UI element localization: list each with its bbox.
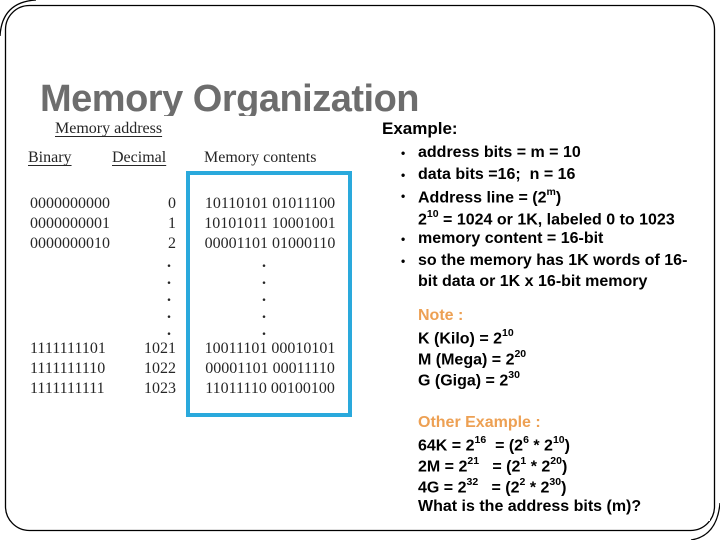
memory-content: 10101011 10001001 xyxy=(204,215,336,232)
question-line: What is the address bits (m)? xyxy=(418,498,642,515)
bullet-icon: • xyxy=(401,168,406,182)
note-mega: M (Mega) = 220 xyxy=(418,348,527,369)
column-header-memory-contents: Memory contents xyxy=(204,149,317,166)
memory-content: 10110101 01011100 xyxy=(204,195,336,212)
superscript: 32 xyxy=(466,476,479,488)
example-bullet-address-bits: address bits = m = 10 xyxy=(418,144,581,161)
decimal-address: 2 xyxy=(168,235,176,252)
binary-address: 0000000000 xyxy=(30,195,110,212)
other-example-2m: 2M = 221 = (21 * 220) xyxy=(418,455,568,476)
decimal-address: 1022 xyxy=(144,360,176,377)
superscript: 30 xyxy=(549,476,562,488)
note-heading: Note : xyxy=(418,307,464,324)
superscript: 1 xyxy=(520,455,527,467)
decimal-address: 1 xyxy=(168,215,176,232)
superscript: 10 xyxy=(502,327,514,339)
memory-content: 11011110 00100100 xyxy=(205,380,335,397)
example-address-line-continued: 210 = 1024 or 1K, labeled 0 to 1023 xyxy=(418,208,675,229)
bullet-icon: • xyxy=(401,146,406,160)
memory-diagram: Memory address Binary Decimal Memory con… xyxy=(8,116,380,442)
decimal-address: 1023 xyxy=(144,380,176,397)
column-header-binary: Binary xyxy=(28,149,72,166)
binary-address: 1111111110 xyxy=(30,360,106,377)
superscript: 10 xyxy=(426,208,439,220)
memory-content: 00001101 01000110 xyxy=(204,235,336,252)
ellipsis-contents-column: . . . . . xyxy=(262,254,266,339)
bullet-icon: • xyxy=(401,189,406,203)
example-heading: Example: xyxy=(382,119,458,138)
note-giga: G (Giga) = 230 xyxy=(418,369,520,390)
memory-content: 10011101 00010101 xyxy=(204,340,336,357)
decimal-address: 0 xyxy=(168,195,176,212)
note-kilo: K (Kilo) = 210 xyxy=(418,327,514,348)
superscript: 20 xyxy=(550,455,562,467)
superscript: 10 xyxy=(552,434,565,446)
example-bullet-memory-content: memory content = 16-bit xyxy=(418,230,604,247)
bullet-icon: • xyxy=(401,232,406,246)
superscript: 2 xyxy=(519,476,526,488)
bullet-icon: • xyxy=(401,254,406,268)
decimal-address: 1021 xyxy=(144,340,176,357)
example-bullet-summary-line2: bit data or 1K x 16-bit memory xyxy=(418,273,648,290)
page-title: Memory Organization xyxy=(40,78,420,120)
binary-address: 0000000001 xyxy=(30,215,110,232)
superscript: 20 xyxy=(514,348,527,360)
column-header-decimal: Decimal xyxy=(112,149,167,166)
superscript: m xyxy=(546,186,556,198)
memory-content: 00001101 00011110 xyxy=(205,360,335,377)
example-bullet-data-bits: data bits =16; n = 16 xyxy=(418,166,576,183)
superscript: 16 xyxy=(474,434,487,446)
other-example-heading: Other Example : xyxy=(418,414,541,431)
other-example-64k: 64K = 216 = (26 * 210) xyxy=(418,434,570,455)
example-bullet-summary-line1: so the memory has 1K words of 16- xyxy=(418,252,688,269)
example-panel: Example: • address bits = m = 10 • data … xyxy=(380,116,710,521)
superscript: 21 xyxy=(467,455,480,467)
ellipsis-decimal-column: . . . . . xyxy=(167,254,171,339)
other-example-4g: 4G = 232 = (22 * 230) xyxy=(418,476,567,497)
binary-address: 1111111111 xyxy=(30,380,105,397)
binary-address: 0000000010 xyxy=(30,235,110,252)
superscript: 30 xyxy=(508,369,520,381)
binary-address: 1111111101 xyxy=(30,340,106,357)
memory-address-label: Memory address xyxy=(55,120,163,137)
example-bullet-address-line: Address line = (2m) xyxy=(418,186,562,207)
superscript: 6 xyxy=(523,434,529,446)
